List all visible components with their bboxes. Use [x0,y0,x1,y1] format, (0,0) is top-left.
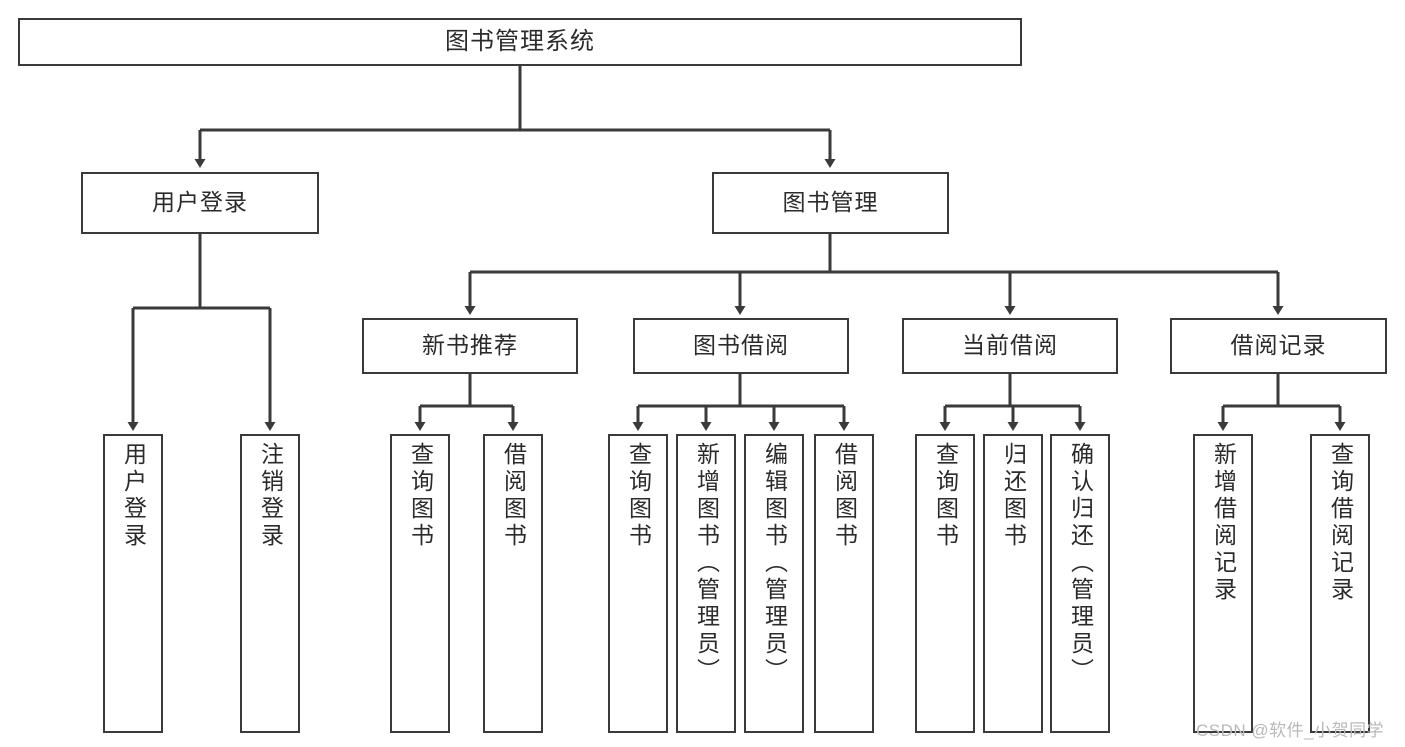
node-label: 编辑图书（管理员） [761,442,788,685]
node-leaf-query-borrow-record[interactable]: 查询借阅记录 [1310,434,1370,733]
node-leaf-add-book-admin[interactable]: 新增图书（管理员） [676,434,736,733]
node-label: 借阅图书 [831,442,858,550]
csdn-watermark: CSDN @软件_小贺同学 [1196,721,1385,740]
node-leaf-return-book[interactable]: 归还图书 [983,434,1043,733]
node-label: 新增借阅记录 [1210,442,1237,604]
node-label: 图书管理系统 [445,27,595,55]
node-label: 确认归还（管理员） [1067,442,1094,685]
node-label: 查询图书 [407,442,434,550]
node-leaf-logout-login[interactable]: 注销登录 [240,434,300,733]
node-root-book-management-system[interactable]: 图书管理系统 [18,18,1022,66]
node-label: 用户登录 [152,189,248,216]
node-label: 借阅记录 [1230,332,1327,359]
node-label: 当前借阅 [962,332,1058,359]
node-label: 查询图书 [625,442,652,550]
node-leaf-confirm-return-admin[interactable]: 确认归还（管理员） [1050,434,1110,733]
node-label: 图书管理 [782,189,879,216]
node-book-management[interactable]: 图书管理 [712,172,949,234]
node-leaf-borrow-book[interactable]: 借阅图书 [814,434,874,733]
node-book-borrow[interactable]: 图书借阅 [633,318,849,374]
node-label: 注销登录 [257,442,284,550]
node-leaf-query-book-borrow[interactable]: 查询图书 [608,434,668,733]
node-label: 用户登录 [120,442,147,550]
node-label: 新增图书（管理员） [693,442,720,685]
node-leaf-borrow-book-recommend[interactable]: 借阅图书 [483,434,543,733]
node-leaf-query-book-recommend[interactable]: 查询图书 [390,434,450,733]
node-leaf-query-book-current[interactable]: 查询图书 [915,434,975,733]
node-user-login[interactable]: 用户登录 [81,172,319,234]
node-label: 查询借阅记录 [1327,442,1354,604]
node-current-borrow[interactable]: 当前借阅 [902,318,1118,374]
node-label: 查询图书 [932,442,959,550]
node-leaf-add-borrow-record[interactable]: 新增借阅记录 [1193,434,1253,733]
node-label: 借阅图书 [500,442,527,550]
node-leaf-edit-book-admin[interactable]: 编辑图书（管理员） [744,434,804,733]
node-new-book-recommend[interactable]: 新书推荐 [362,318,578,374]
node-borrow-record[interactable]: 借阅记录 [1170,318,1387,374]
node-label: 新书推荐 [422,332,518,359]
node-label: 归还图书 [1000,442,1027,550]
node-leaf-user-login[interactable]: 用户登录 [103,434,163,733]
node-label: 图书借阅 [693,332,789,359]
